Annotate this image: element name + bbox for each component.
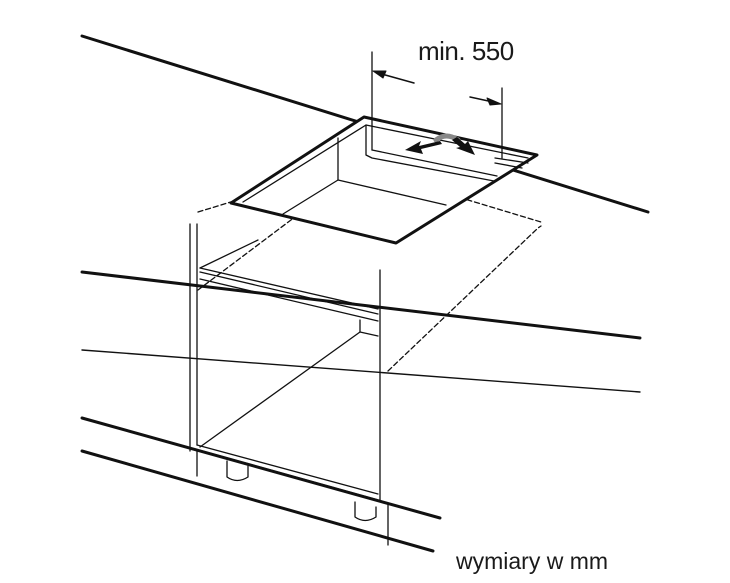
airflow-arrows-icon — [405, 133, 475, 155]
hob-cutout — [229, 115, 539, 245]
worktop-underside — [81, 349, 641, 393]
dimension-min-550 — [371, 51, 503, 159]
cabinet-top-rail — [199, 267, 379, 310]
foot-right — [354, 501, 377, 522]
units-note: wymiary w mm — [456, 548, 609, 574]
foot-left — [226, 460, 249, 482]
plinth-bottom-edge — [80, 449, 435, 553]
dimension-label: min. 550 — [418, 36, 514, 66]
base-cabinet — [189, 223, 381, 501]
dimension-arrow-left-icon — [372, 70, 387, 79]
cabinet-feet — [226, 460, 377, 522]
plinth-top-edge — [80, 416, 442, 520]
dimension-arrow-right-icon — [486, 97, 502, 106]
plinth — [80, 416, 442, 553]
